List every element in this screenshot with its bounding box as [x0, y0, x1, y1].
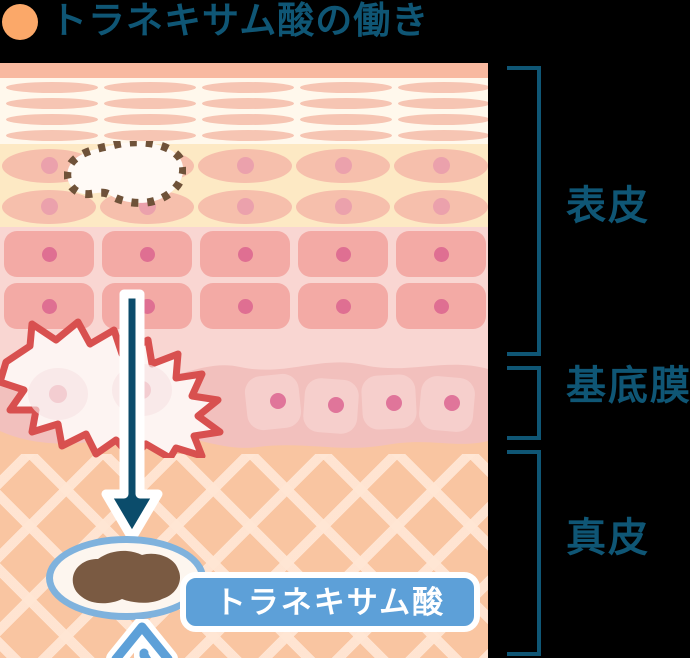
bracket-basement-membrane [507, 366, 541, 440]
corneum-cell [6, 114, 98, 125]
cell-nucleus [336, 299, 351, 314]
cell-nucleus [140, 247, 155, 262]
upper-epidermis-layer [0, 144, 488, 227]
cell-nucleus [433, 157, 450, 174]
callout-label: トラネキサム酸 [214, 584, 446, 620]
corneum-cell [6, 130, 98, 141]
corneum-cell [300, 114, 392, 125]
tranexamic-acid-callout[interactable]: トラネキサム酸 [180, 572, 480, 632]
corneum-cell [398, 82, 488, 93]
corneum-cell [398, 114, 488, 125]
melanin-transfer-arrow [101, 289, 163, 543]
bullet-icon [2, 4, 38, 40]
cell-nucleus [237, 157, 254, 174]
cell-nucleus [238, 247, 253, 262]
corneum-cell [300, 98, 392, 109]
melanin-blob [72, 550, 181, 604]
cell-nucleus [270, 393, 286, 409]
layer-label-basement-membrane: 基底膜 [566, 364, 690, 408]
cell-nucleus [41, 157, 58, 174]
corneum-cell [104, 130, 196, 141]
cell-nucleus [237, 198, 254, 215]
corneum-cell [202, 98, 294, 109]
cell-nucleus [444, 395, 460, 411]
cell-nucleus [336, 247, 351, 262]
page-title: トラネキサム酸の働き [0, 0, 690, 55]
cell-nucleus [434, 247, 449, 262]
corneum-cell [300, 130, 392, 141]
melanin-pigment-spot [64, 141, 186, 207]
cell-nucleus [335, 157, 352, 174]
corneum-cell [202, 130, 294, 141]
cell-nucleus [41, 198, 58, 215]
corneum-cell [398, 98, 488, 109]
melanin-deposit [46, 536, 206, 620]
corneum-cell [202, 114, 294, 125]
corneum-cell [6, 98, 98, 109]
skin-surface-band [0, 63, 488, 78]
corneum-cell [398, 130, 488, 141]
corneum-cell [202, 82, 294, 93]
tranexamic-action-arrow [106, 619, 178, 658]
page-title-text: トラネキサム酸の働き [50, 0, 430, 41]
skin-cross-section [0, 63, 488, 658]
cell-nucleus [434, 299, 449, 314]
cell-nucleus [42, 247, 57, 262]
layer-label-dermis: 真皮 [566, 516, 650, 560]
cell-nucleus [42, 299, 57, 314]
cell-nucleus [328, 397, 344, 413]
corneum-cell [6, 82, 98, 93]
layer-label-epidermis: 表皮 [566, 184, 650, 228]
corneum-cell [300, 82, 392, 93]
cell-nucleus [386, 395, 402, 411]
bracket-dermis [507, 450, 541, 656]
stratum-corneum-layer [0, 78, 488, 144]
cell-nucleus [238, 299, 253, 314]
cell-nucleus [335, 198, 352, 215]
corneum-cell [104, 98, 196, 109]
cell-nucleus [433, 198, 450, 215]
corneum-cell [104, 82, 196, 93]
corneum-cell [104, 114, 196, 125]
bracket-epidermis [507, 66, 541, 356]
